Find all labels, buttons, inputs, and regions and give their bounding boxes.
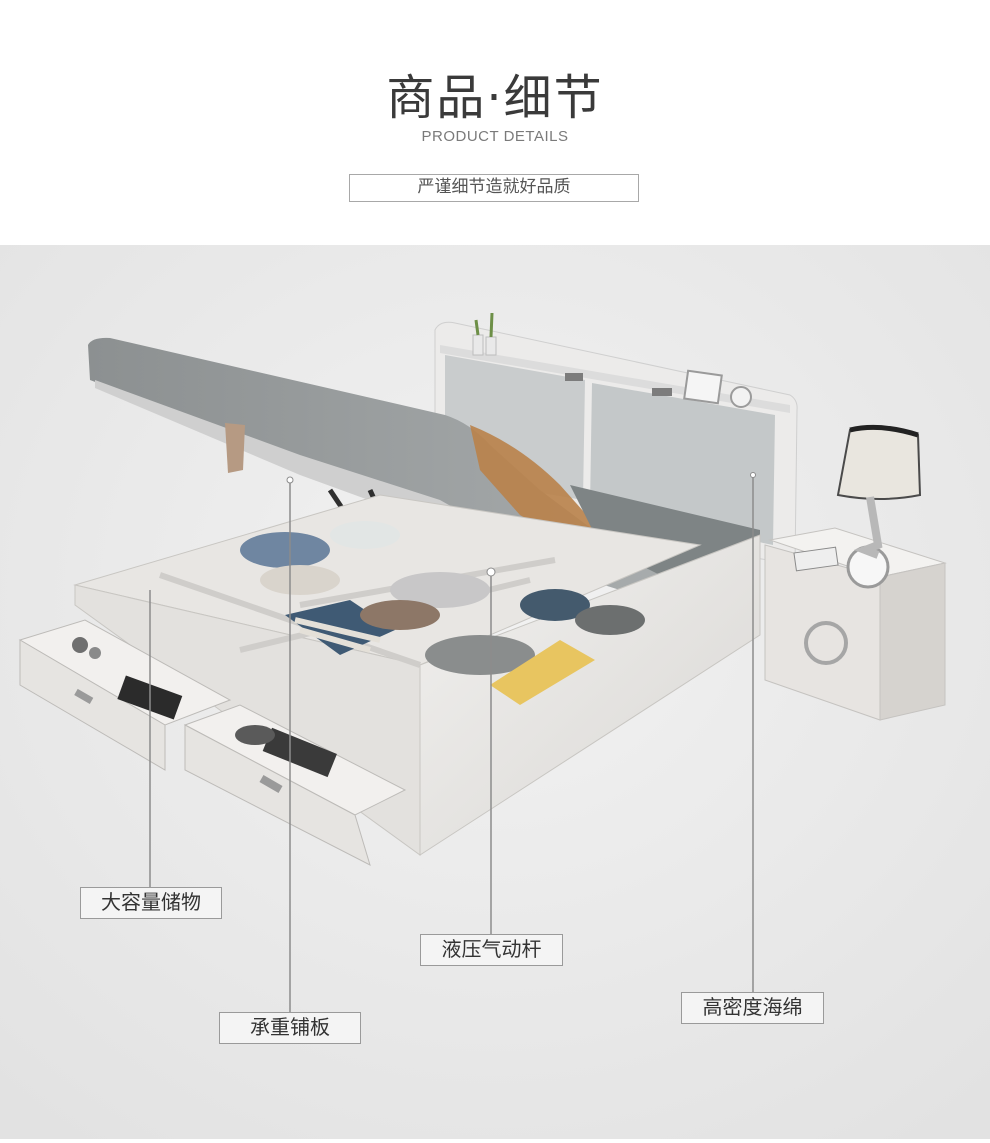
page-title: 商品·细节 bbox=[386, 70, 604, 126]
slogan-box: 严谨细节造就好品质 bbox=[349, 174, 639, 202]
callout-leader-lines bbox=[149, 475, 754, 1012]
header-section: 商品·细节 PRODUCT DETAILS 严谨细节造就好品质 bbox=[0, 0, 990, 245]
table-lamp bbox=[836, 424, 922, 559]
nightstand bbox=[764, 527, 947, 721]
callout-hydraulic: 液压气动杆 bbox=[420, 934, 563, 966]
drawer-right bbox=[183, 704, 407, 866]
product-photo-scene: 大容量储物 承重铺板 液压气动杆 高密度海绵 bbox=[0, 245, 990, 1139]
callout-sponge: 高密度海绵 bbox=[681, 992, 824, 1024]
bed-illustration bbox=[0, 245, 990, 1139]
page-subtitle: PRODUCT DETAILS bbox=[421, 128, 569, 145]
callout-board: 承重铺板 bbox=[219, 1012, 361, 1044]
callout-anchor-dots bbox=[286, 472, 756, 577]
drawer-left bbox=[18, 619, 232, 771]
shelf-decor bbox=[472, 312, 752, 408]
callout-storage: 大容量储物 bbox=[80, 887, 222, 919]
throw-blanket bbox=[470, 425, 600, 545]
stored-clothes bbox=[240, 521, 645, 705]
